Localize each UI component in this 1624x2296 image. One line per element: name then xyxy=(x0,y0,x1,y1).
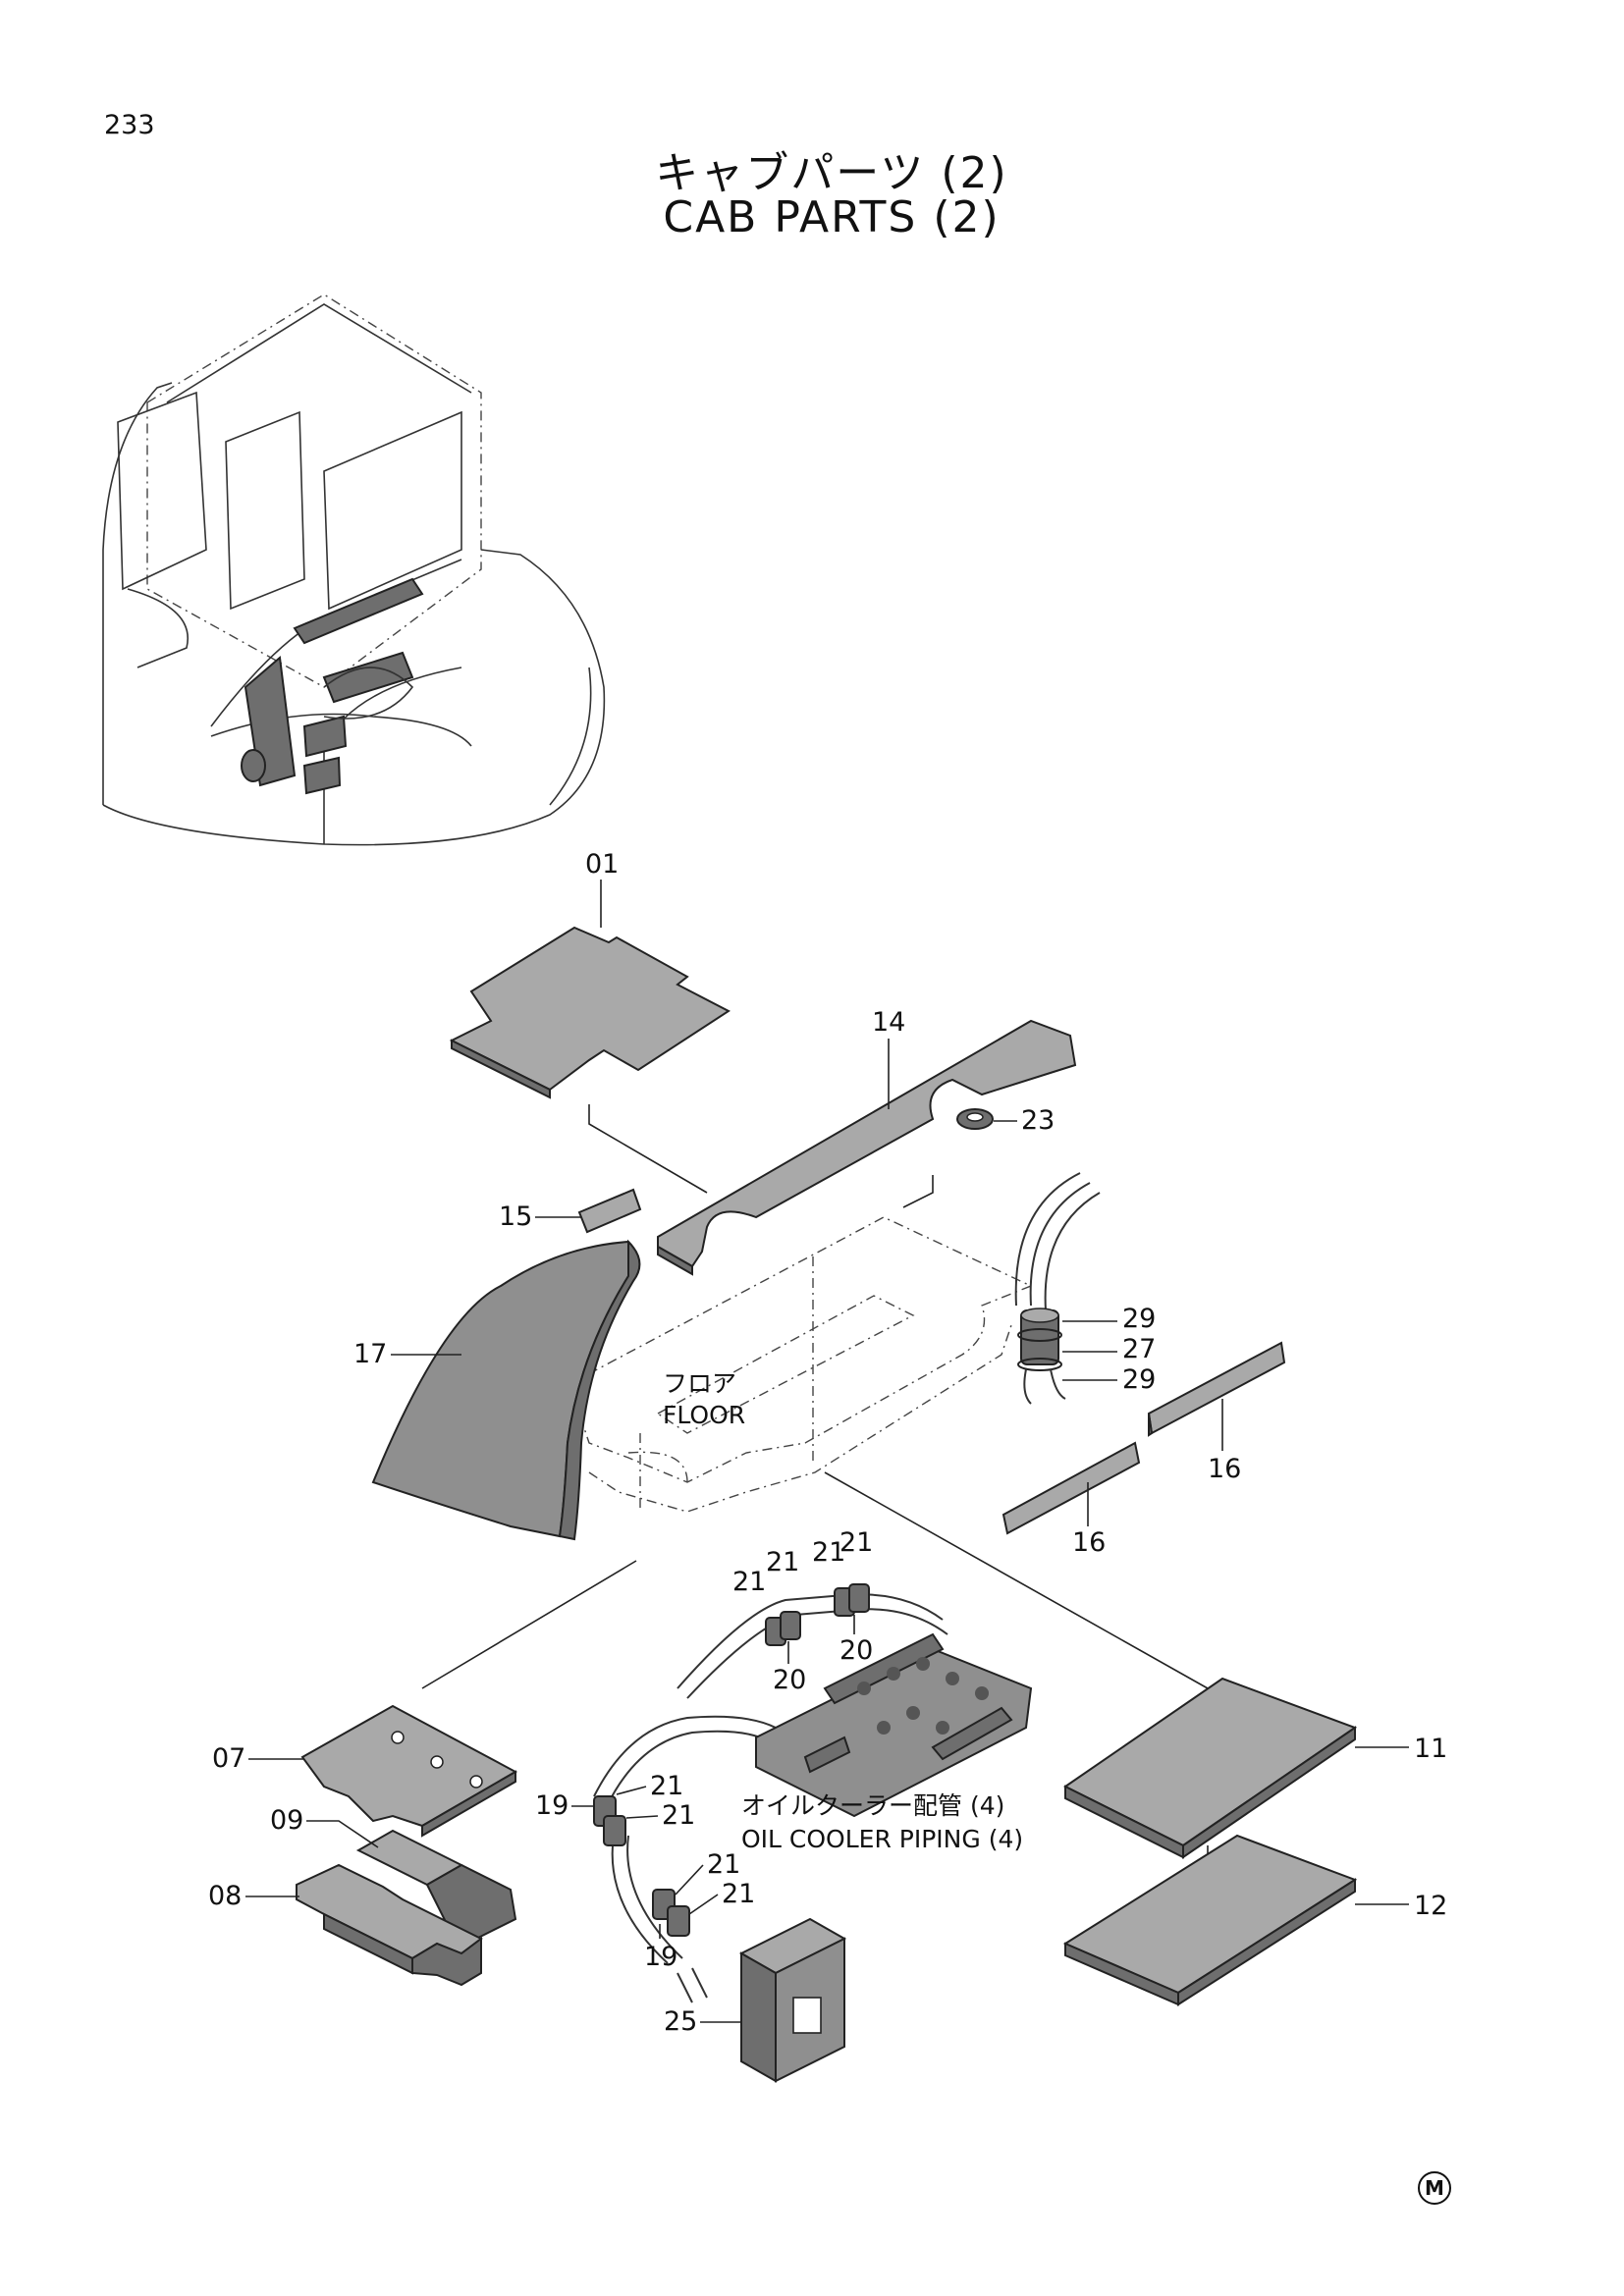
callout-21-d: 21 xyxy=(839,1527,873,1558)
callout-21-b: 21 xyxy=(766,1547,799,1577)
part-16-strip-upper xyxy=(1147,1341,1286,1437)
part-15-pad xyxy=(577,1188,642,1234)
callout-25: 25 xyxy=(664,2006,697,2037)
page-title-japanese: キャブパーツ (2) xyxy=(655,148,1008,198)
piping-label-japanese: オイルクーラー配管 (4) xyxy=(741,1791,1004,1820)
part-11-pad xyxy=(1063,1677,1358,1859)
callout-21-g: 21 xyxy=(707,1849,740,1880)
callout-17: 17 xyxy=(353,1339,387,1369)
part-12-pad xyxy=(1062,1834,1358,2006)
piping-label-english: OIL COOLER PIPING (4) xyxy=(741,1825,1023,1853)
oil-cooler-piping-assembly xyxy=(593,1583,1033,2003)
part-09-block xyxy=(355,1829,517,1941)
callout-21-f: 21 xyxy=(662,1800,695,1831)
part-25-block xyxy=(738,1917,847,2083)
manufacturer-mark: M xyxy=(1418,2171,1451,2205)
callout-16-upper: 16 xyxy=(1208,1454,1241,1484)
callout-20-b: 20 xyxy=(839,1635,873,1666)
part-01-floor-mat xyxy=(449,926,731,1099)
callout-07: 07 xyxy=(212,1743,245,1774)
callout-16-lower: 16 xyxy=(1072,1527,1106,1558)
callout-29-upper: 29 xyxy=(1122,1304,1156,1334)
callout-15: 15 xyxy=(499,1201,532,1232)
part-17-side-panel xyxy=(371,1239,641,1541)
callout-14: 14 xyxy=(872,1007,905,1038)
cab-overview-illustration xyxy=(102,294,606,846)
callout-21-c: 21 xyxy=(812,1537,845,1568)
part-08-block xyxy=(296,1863,483,1987)
callout-08: 08 xyxy=(208,1881,242,1911)
callout-20-a: 20 xyxy=(773,1665,806,1695)
callout-21-a: 21 xyxy=(732,1567,766,1597)
part-16-strip-lower xyxy=(1001,1441,1141,1535)
part-14-cover-strip xyxy=(657,1019,1077,1276)
page-number: 233 xyxy=(104,110,155,140)
callout-11: 11 xyxy=(1414,1734,1447,1764)
callout-21-e: 21 xyxy=(650,1771,683,1801)
floor-label-japanese: フロア xyxy=(663,1369,736,1398)
callout-23: 23 xyxy=(1021,1105,1055,1136)
callout-01: 01 xyxy=(585,849,619,880)
callout-27: 27 xyxy=(1122,1334,1156,1364)
page-title-english: CAB PARTS (2) xyxy=(663,192,1001,242)
hose-assembly-27-29 xyxy=(1014,1172,1101,1405)
callout-09: 09 xyxy=(270,1805,303,1836)
connection-lines xyxy=(421,1104,1209,1934)
callout-29-lower: 29 xyxy=(1122,1364,1156,1395)
callout-19-b: 19 xyxy=(644,1942,677,1972)
part-07-plate xyxy=(300,1704,518,1838)
floor-label-english: FLOOR xyxy=(663,1401,745,1429)
floor-outline xyxy=(568,1216,1033,1513)
callout-19-a: 19 xyxy=(535,1790,568,1821)
callout-21-h: 21 xyxy=(722,1879,755,1909)
callout-12: 12 xyxy=(1414,1891,1447,1921)
part-23-grommet xyxy=(956,1108,994,1130)
